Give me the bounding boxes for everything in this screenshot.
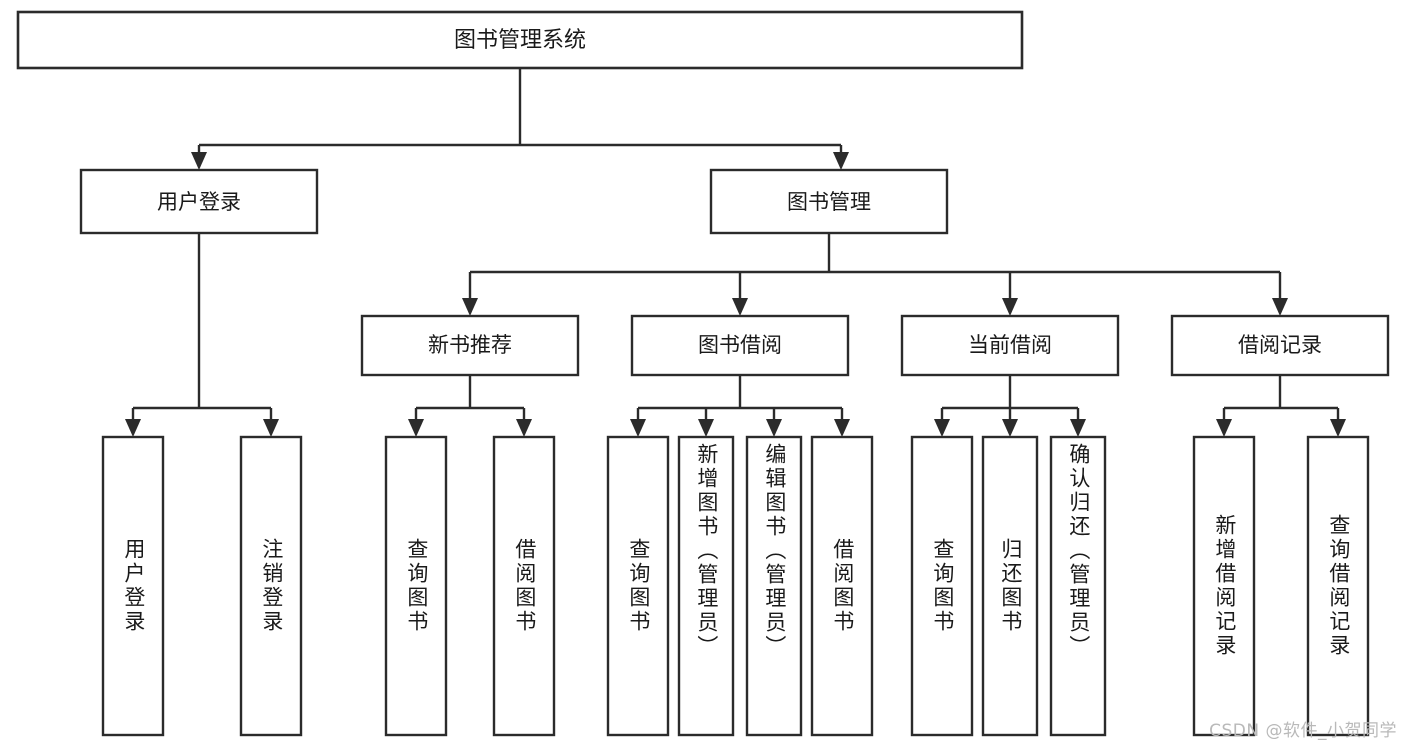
node-user-login-box[interactable]: [79, 168, 319, 235]
arrow-head-leaf-cb-1: [934, 419, 950, 437]
leaf-box-ul-2[interactable]: [239, 435, 303, 737]
leaf-box-bb-2[interactable]: [677, 435, 735, 737]
arrow-head-book-manage: [833, 152, 849, 170]
node-current-borrow-box[interactable]: [900, 314, 1120, 377]
node-new-book-rec-label: 新书推荐: [428, 333, 512, 357]
node-book-borrow-label: 图书借阅: [698, 333, 782, 357]
leaf-boxes-current-borrow: [910, 435, 1107, 737]
arrow-head-leaf-bb-2: [698, 419, 714, 437]
arrow-head-user-login: [191, 152, 207, 170]
leaf-box-bb-3[interactable]: [745, 435, 803, 737]
connector-group-borrow-record-leaves: [1216, 375, 1346, 437]
node-borrow-record-label: 借阅记录: [1238, 333, 1322, 357]
leaf-box-bb-4[interactable]: [810, 435, 874, 737]
arrow-head-borrow-record: [1272, 298, 1288, 316]
arrow-head-leaf-bb-3: [766, 419, 782, 437]
node-book-manage[interactable]: 图书管理: [709, 168, 949, 235]
connector-group-new-book-rec-leaves: [408, 375, 532, 437]
connector-group-book-borrow-leaves: [630, 375, 850, 437]
node-new-book-rec[interactable]: 新书推荐: [360, 314, 580, 377]
leaf-box-br-2[interactable]: [1306, 435, 1370, 737]
leaf-box-ul-1[interactable]: [101, 435, 165, 737]
node-current-borrow-label: 当前借阅: [968, 333, 1052, 357]
node-borrow-record-box[interactable]: [1170, 314, 1390, 377]
node-user-login[interactable]: 用户登录: [79, 168, 319, 235]
arrow-head-book-borrow: [732, 298, 748, 316]
leaf-boxes-new-book-rec: [384, 435, 556, 737]
node-root-system-box[interactable]: [16, 10, 1024, 70]
node-book-manage-label: 图书管理: [787, 190, 871, 214]
node-root-system-label: 图书管理系统: [454, 28, 586, 53]
arrow-head-leaf-ul-2: [263, 419, 279, 437]
arrow-head-leaf-br-2: [1330, 419, 1346, 437]
arrow-head-leaf-nbr-2: [516, 419, 532, 437]
leaf-boxes-borrow-record: [1192, 435, 1370, 737]
connector-group-book-manage: [462, 233, 1288, 316]
leaf-box-cb-3[interactable]: [1049, 435, 1107, 737]
arrow-head-leaf-br-1: [1216, 419, 1232, 437]
arrow-head-leaf-cb-2: [1002, 419, 1018, 437]
node-borrow-record[interactable]: 借阅记录: [1170, 314, 1390, 377]
node-root-system[interactable]: 图书管理系统: [16, 10, 1024, 70]
leaf-box-nbr-2[interactable]: [492, 435, 556, 737]
leaf-box-cb-1[interactable]: [910, 435, 974, 737]
leaf-boxes-book-borrow: [606, 435, 874, 737]
node-user-login-label: 用户登录: [157, 190, 241, 214]
csdn-watermark: CSDN @软件_小贺同学: [1209, 721, 1397, 741]
arrow-head-leaf-ul-1: [125, 419, 141, 437]
node-current-borrow[interactable]: 当前借阅: [900, 314, 1120, 377]
connector-group-root: [191, 68, 849, 170]
arrow-head-leaf-bb-4: [834, 419, 850, 437]
leaf-box-nbr-1[interactable]: [384, 435, 448, 737]
arrow-head-leaf-nbr-1: [408, 419, 424, 437]
node-book-borrow-box[interactable]: [630, 314, 850, 377]
arrow-head-leaf-bb-1: [630, 419, 646, 437]
node-book-borrow[interactable]: 图书借阅: [630, 314, 850, 377]
leaf-box-br-1[interactable]: [1192, 435, 1256, 737]
leaf-boxes-user-login: [101, 435, 303, 737]
arrow-head-current-borrow: [1002, 298, 1018, 316]
arrow-head-leaf-cb-3: [1070, 419, 1086, 437]
connector-group-user-login-leaves: [125, 233, 279, 437]
arrow-head-new-book-rec: [462, 298, 478, 316]
leaf-box-cb-2[interactable]: [981, 435, 1039, 737]
connector-group-current-borrow-leaves: [934, 375, 1086, 437]
leaf-box-bb-1[interactable]: [606, 435, 670, 737]
